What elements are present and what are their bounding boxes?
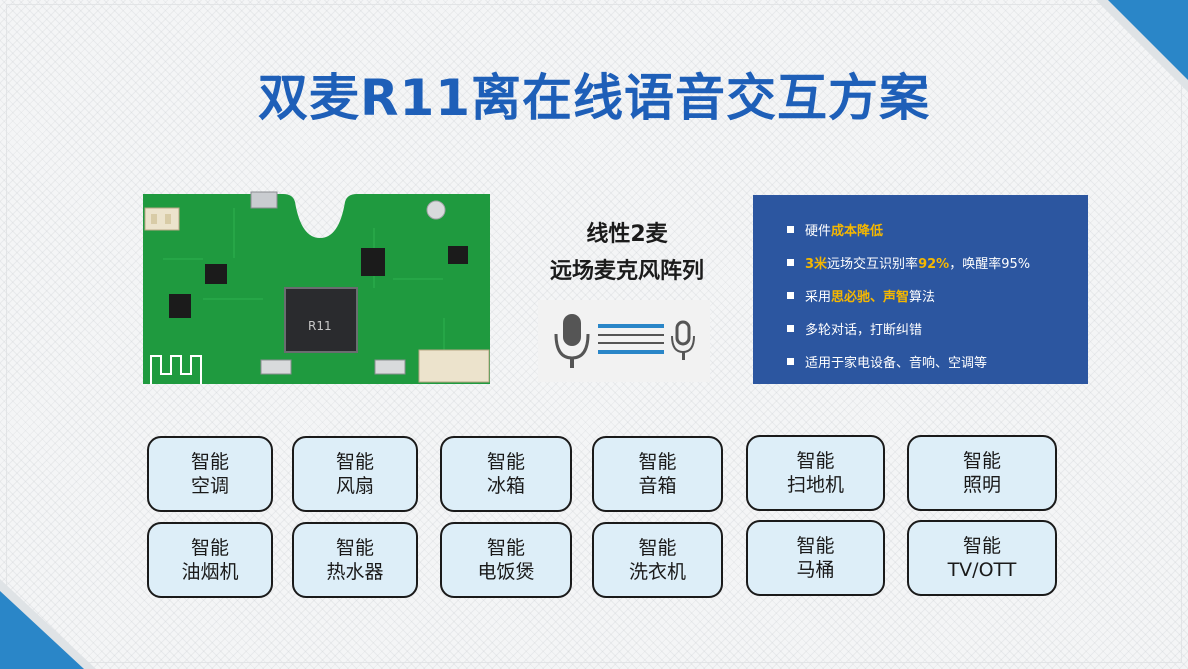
- board-chip-label: R11: [308, 319, 332, 333]
- application-card: 智能冰箱: [440, 436, 572, 512]
- application-line-1: 智能: [962, 450, 1001, 472]
- application-line-2: 电饭煲: [477, 561, 535, 583]
- application-line-2: 扫地机: [786, 474, 844, 496]
- application-line-2: 热水器: [326, 561, 384, 583]
- application-line-1: 智能: [796, 535, 835, 557]
- feature-highlight: 思必驰、声智: [831, 290, 910, 305]
- feature-text-part: 采用: [805, 290, 832, 305]
- feature-item: 采用思必驰、声智算法: [787, 279, 1088, 312]
- application-card: 智能风扇: [292, 436, 418, 512]
- feature-text-part: 算法: [909, 290, 936, 305]
- mic-array-caption: 线性2麦 远场麦克风阵列: [527, 216, 727, 290]
- feature-item: 多轮对话，打断纠错: [787, 312, 1088, 345]
- page-title: 双麦R11离在线语音交互方案: [257, 69, 931, 127]
- feature-item: 适用于家电设备、音响、空调等: [787, 345, 1088, 378]
- bullet-icon: [787, 226, 794, 233]
- corner-decoration-top-right: [1096, 0, 1188, 92]
- application-line-2: 油烟机: [181, 561, 239, 583]
- application-card: 智能空调: [147, 436, 273, 512]
- application-line-1: 智能: [638, 537, 677, 559]
- feature-highlight: 92%: [918, 257, 950, 272]
- feature-text-part: 远场交互识别率: [827, 257, 919, 272]
- application-line-1: 智能: [335, 451, 374, 473]
- bullet-icon: [787, 358, 794, 365]
- r11-board-image: R11: [143, 191, 490, 384]
- feature-text: 采用思必驰、声智算法: [805, 286, 935, 305]
- application-card: 智能油烟机: [147, 522, 273, 598]
- corner-decoration-bottom-left: [0, 579, 96, 669]
- application-line-2: 音箱: [638, 475, 677, 497]
- application-line-2: TV/OTT: [947, 559, 1017, 581]
- dual-mic-graphic: [538, 300, 710, 382]
- application-line-2: 洗衣机: [628, 561, 686, 583]
- application-line-2: 马桶: [796, 559, 835, 581]
- application-line-1: 智能: [190, 537, 229, 559]
- feature-text-part: 适用于家电设备、音响、空调等: [805, 356, 988, 371]
- application-card: 智能音箱: [592, 436, 723, 512]
- application-line-2: 冰箱: [486, 475, 525, 497]
- microphone-icon: [554, 314, 695, 368]
- feature-list: 硬件成本降低 3米远场交互识别率92%，唤醒率95% 采用思必驰、声智算法多轮对话，…: [753, 195, 1088, 384]
- application-card: 智能洗衣机: [592, 522, 723, 598]
- application-card: 智能电饭煲: [440, 522, 572, 598]
- feature-text: 适用于家电设备、音响、空调等: [805, 352, 987, 371]
- feature-text: 3米远场交互识别率92%，唤醒率95%: [805, 253, 1030, 272]
- feature-text: 硬件成本降低: [805, 220, 883, 239]
- application-line-1: 智能: [962, 535, 1001, 557]
- bullet-icon: [787, 259, 794, 266]
- application-line-1: 智能: [486, 451, 525, 473]
- application-card: 智能马桶: [746, 520, 885, 596]
- bullet-icon: [787, 325, 794, 332]
- feature-text-part: 硬件: [805, 224, 832, 239]
- feature-text: 多轮对话，打断纠错: [805, 319, 922, 338]
- application-line-1: 智能: [796, 450, 835, 472]
- application-line-2: 空调: [190, 475, 229, 497]
- application-line-2: 照明: [962, 474, 1001, 496]
- application-line-1: 智能: [486, 537, 525, 559]
- application-line-1: 智能: [638, 451, 677, 473]
- feature-highlight: 成本降低: [831, 224, 884, 239]
- application-card: 智能热水器: [292, 522, 418, 598]
- application-line-2: 风扇: [335, 475, 374, 497]
- mic-array-line-2: 远场麦克风阵列: [549, 259, 704, 284]
- feature-text-part: 多轮对话，打断纠错: [805, 323, 923, 338]
- application-line-1: 智能: [335, 537, 374, 559]
- application-card: 智能扫地机: [746, 435, 885, 511]
- feature-highlight: 3米: [805, 257, 828, 272]
- application-line-1: 智能: [190, 451, 229, 473]
- feature-item: 硬件成本降低: [787, 213, 1088, 246]
- bullet-icon: [787, 292, 794, 299]
- application-card: 智能照明: [907, 435, 1057, 511]
- feature-text-part: ，唤醒率95%: [949, 257, 1031, 272]
- mic-array-line-1: 线性2麦: [586, 222, 668, 247]
- feature-item: 3米远场交互识别率92%，唤醒率95%: [787, 246, 1088, 279]
